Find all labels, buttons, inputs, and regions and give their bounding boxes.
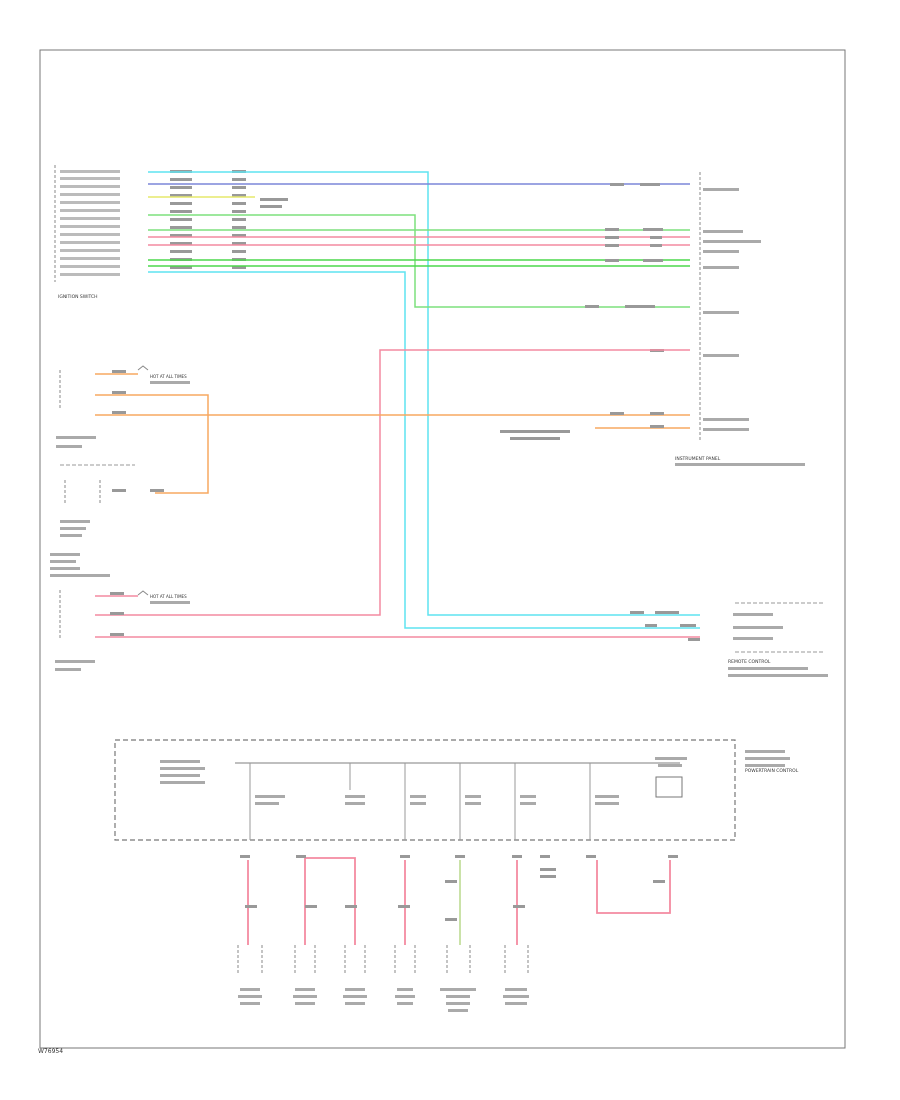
wire-group-upper (148, 171, 700, 629)
powertrain-control-box: POWERTRAIN CONTROL (114, 739, 799, 841)
hot-at-all-times-1: HOT AT ALL TIMES (56, 365, 190, 448)
powertrain-control-label: POWERTRAIN CONTROL (745, 768, 799, 774)
wire-tags-left (170, 170, 288, 269)
remote-control-connector: REMOTE CONTROL (728, 602, 828, 677)
instrument-panel-label: INSTRUMENT PANEL (675, 456, 721, 462)
wire-pink-upper-route (95, 349, 690, 616)
ignition-switch-connector: IGNITION SWITCH (54, 165, 120, 300)
wire-tags-orange (112, 370, 664, 492)
brake-switch-block (60, 464, 135, 537)
wire-pink-lower-group (95, 595, 700, 638)
sensor-connectors (237, 945, 529, 975)
hot-at-all-times-1-label: HOT AT ALL TIMES (150, 374, 187, 379)
instrument-panel-connector: INSTRUMENT PANEL (585, 172, 805, 466)
wire-pink-bottom-group (247, 857, 671, 945)
wire-orange-group (95, 373, 690, 494)
figure-code: W76954 (38, 1048, 63, 1055)
diagram-frame (39, 49, 846, 1049)
hot-at-all-times-2-label: HOT AT ALL TIMES (150, 594, 187, 599)
ignition-switch-label: IGNITION SWITCH (58, 294, 98, 300)
bottom-wire-tags (240, 855, 678, 921)
remote-control-label: REMOTE CONTROL (728, 659, 771, 665)
sensor-labels (238, 988, 529, 1012)
hot-at-all-times-2: HOT AT ALL TIMES (50, 553, 190, 671)
wire-tags-pink-lower (110, 592, 700, 641)
